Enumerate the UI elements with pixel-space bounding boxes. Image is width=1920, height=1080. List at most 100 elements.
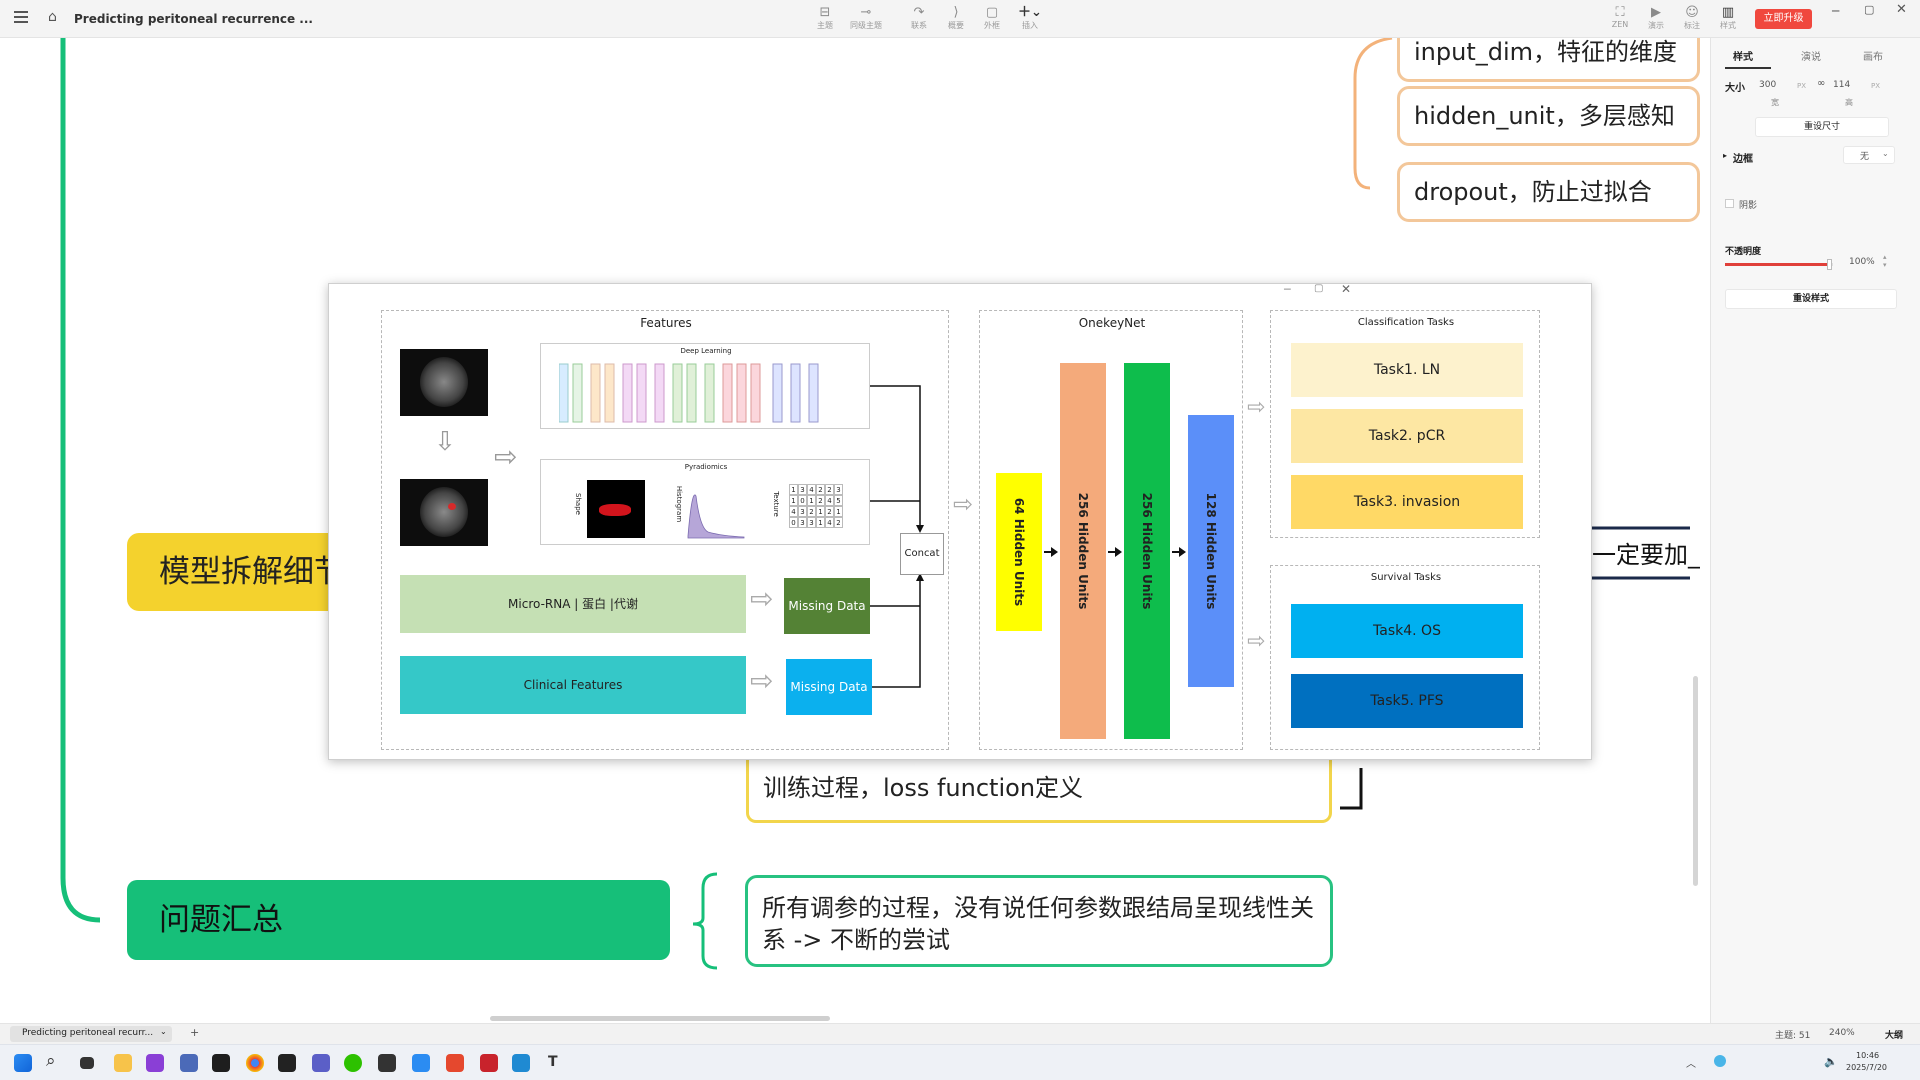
arrow-64-256	[1044, 547, 1058, 557]
topic-problems[interactable]: 问题汇总	[127, 880, 670, 960]
opacity-slider-handle[interactable]	[1827, 259, 1832, 270]
node-dropout[interactable]: dropout，防止过拟合	[1397, 162, 1700, 222]
text-app-icon[interactable]: T	[548, 1054, 558, 1070]
console-icon[interactable]	[378, 1054, 396, 1072]
menu-icon[interactable]	[14, 11, 28, 23]
shadow-checkbox[interactable]	[1725, 199, 1734, 208]
toolbar-subtopic-button[interactable]: ⊸同级主题	[846, 5, 886, 31]
tab-style-underline	[1725, 67, 1771, 69]
outline-button[interactable]: 大纲	[1885, 1031, 1904, 1041]
opacity-value[interactable]: 100%	[1849, 257, 1875, 267]
task-pcr: Task2. pCR	[1291, 409, 1523, 463]
pyradiomics-label: Pyradiomics	[684, 463, 728, 471]
chevron-down-icon: ⌄	[1882, 149, 1889, 158]
task-pfs: Task5. PFS	[1291, 674, 1523, 728]
teams-icon[interactable]	[312, 1054, 330, 1072]
viewer-maximize-icon[interactable]: ▢	[1314, 283, 1324, 294]
deep-learning-label: Deep Learning	[680, 347, 732, 355]
onekeynet-section: OnekeyNet 64 Hidden Units 256 Hidden Uni…	[979, 310, 1243, 750]
node-training[interactable]: 训练过程，loss function定义	[746, 758, 1332, 823]
matrix-cell: 3	[807, 517, 816, 528]
branch-lines	[60, 38, 1690, 970]
style-panel: 样式 演说 画布 大小 300 PX ∞ 114 PX 宽 高 重设尺寸 ▸ 边…	[1710, 38, 1920, 1023]
toolbar-boundary-button[interactable]: ▢外框	[972, 5, 1012, 31]
opacity-stepper-icon[interactable]: ▴▾	[1883, 253, 1887, 269]
reset-size-button[interactable]: 重设尺寸	[1755, 117, 1889, 137]
window-title: Predicting peritoneal recurrence ...	[74, 12, 313, 26]
app-icon[interactable]	[480, 1054, 498, 1072]
app-icon[interactable]	[146, 1054, 164, 1072]
border-select[interactable]: 无 ⌄	[1843, 146, 1895, 164]
missing-data-box-1: Missing Data	[784, 578, 870, 634]
clock-date[interactable]: 2025/7/20	[1846, 1063, 1888, 1072]
app-icon[interactable]	[412, 1054, 430, 1072]
minimize-icon[interactable]: ─	[1832, 4, 1840, 18]
terminal-icon[interactable]	[212, 1054, 230, 1072]
cnn-layers	[559, 363, 819, 423]
clock-time[interactable]: 10:46	[1856, 1051, 1880, 1060]
task-view-icon[interactable]	[80, 1057, 94, 1069]
viewer-close-icon[interactable]: ✕	[1341, 282, 1352, 296]
matrix-cell: 2	[816, 495, 825, 506]
node-problems-note[interactable]: 所有调参的过程，没有说任何参数跟结局呈现线性关系 -> 不断的尝试	[745, 875, 1333, 967]
image-viewer-window[interactable]: ─ ▢ ✕ Features ⇩ ⇨ Deep Learning	[328, 282, 1592, 760]
layer-256-hidden-b: 256 Hidden Units	[1124, 363, 1170, 739]
height-input[interactable]: 114	[1833, 80, 1851, 90]
node-fragment[interactable]: 一定要加_	[1592, 541, 1700, 569]
tab-style[interactable]: 样式	[1733, 52, 1753, 63]
vertical-scrollbar[interactable]	[1693, 676, 1698, 886]
toolbar-relation-button[interactable]: ↷联系	[899, 5, 939, 31]
classification-section: Classification Tasks Task1. LN Task2. pC…	[1270, 310, 1540, 538]
task-os: Task4. OS	[1291, 604, 1523, 658]
mri-image-bottom	[400, 479, 488, 546]
arrow-256-128	[1172, 547, 1186, 557]
volume-icon[interactable]: 🔈	[1824, 1055, 1838, 1068]
matrix-cell: 1	[789, 495, 798, 506]
file-explorer-icon[interactable]	[114, 1054, 132, 1072]
link-icon[interactable]: ∞	[1817, 78, 1826, 89]
windows-start-icon[interactable]	[14, 1054, 32, 1072]
toolbar-insert-button[interactable]: ＋⌄插入	[1010, 5, 1050, 31]
opacity-slider-track[interactable]	[1725, 259, 1833, 270]
subtopic-icon: ⊸	[860, 5, 872, 20]
width-input[interactable]: 300	[1759, 80, 1777, 90]
matrix-cell: 4	[825, 517, 834, 528]
upgrade-button[interactable]: 立即升级	[1755, 9, 1812, 29]
tab-canvas[interactable]: 画布	[1863, 52, 1883, 63]
style-panel-button[interactable]: ▥样式	[1708, 5, 1748, 31]
chrome-icon[interactable]	[246, 1054, 264, 1072]
search-icon[interactable]: ⌕	[46, 1051, 56, 1071]
present-button[interactable]: ▶演示	[1636, 5, 1676, 31]
node-input-dim[interactable]: input_dim，特征的维度	[1397, 38, 1700, 82]
vscode-icon[interactable]	[512, 1054, 530, 1072]
horizontal-scrollbar[interactable]	[490, 1016, 830, 1021]
width-caption: 宽	[1771, 98, 1779, 107]
tray-chevron-icon[interactable]: ︿	[1686, 1059, 1696, 1070]
toolbar-topic-button[interactable]: ⊟主题	[805, 5, 845, 31]
maximize-icon[interactable]: ▢	[1864, 3, 1875, 16]
clinical-box: Clinical Features	[400, 656, 746, 714]
home-icon[interactable]: ⌂	[48, 9, 57, 25]
app-icon[interactable]	[278, 1054, 296, 1072]
tab-speech[interactable]: 演说	[1801, 52, 1821, 63]
viewer-minimize-icon[interactable]: ─	[1284, 283, 1291, 296]
zen-button[interactable]: ⛶ZEN	[1600, 5, 1640, 29]
close-icon[interactable]: ✕	[1896, 2, 1907, 17]
app-icon[interactable]	[180, 1054, 198, 1072]
play-icon: ▶	[1651, 5, 1661, 20]
node-hidden-unit[interactable]: hidden_unit，多层感知	[1397, 86, 1700, 146]
concat-box: Concat	[900, 533, 944, 575]
zoom-level[interactable]: 240%	[1829, 1028, 1855, 1038]
mark-button[interactable]: ☺标注	[1672, 5, 1712, 31]
xmind-icon[interactable]	[446, 1054, 464, 1072]
matrix-cell: 1	[789, 484, 798, 495]
missing-data-box-2: Missing Data	[786, 659, 872, 715]
reset-style-button[interactable]: 重设样式	[1725, 289, 1897, 309]
tray-icon[interactable]	[1714, 1055, 1726, 1067]
wechat-icon[interactable]	[344, 1054, 362, 1072]
toolbar-summary-button[interactable]: ⟩概要	[936, 5, 976, 31]
summary-icon: ⟩	[953, 5, 959, 20]
border-label[interactable]: 边框	[1733, 154, 1753, 165]
sheet-tab[interactable]: Predicting peritoneal recurr... ⌄	[10, 1026, 172, 1042]
add-sheet-icon[interactable]: +	[190, 1026, 200, 1039]
